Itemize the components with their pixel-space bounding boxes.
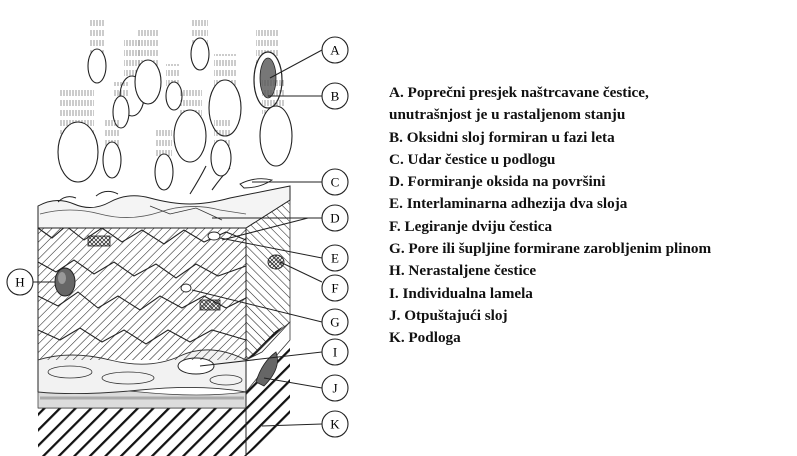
legend-item-k: K. Podloga [389,327,794,349]
legend-item-a-continued: unutrašnjost je u rastaljenom stanju [389,104,794,126]
callout-h: H [7,269,33,295]
callout-a: A [322,37,348,63]
callout-b: B [322,83,348,109]
svg-text:E: E [331,251,339,266]
particle [155,130,173,190]
particle [191,20,209,70]
legend-item-f: F. Legiranje dviju čestica [389,216,794,238]
callout-e: E [322,245,348,271]
callout-k: K [322,411,348,437]
particle [135,30,161,104]
particle [103,120,121,178]
coating-cross-section-diagram: A B C D E F G H I J K [0,0,380,456]
particle [211,120,231,176]
in-flight-particles [58,20,292,190]
svg-text:B: B [331,89,340,104]
legend-item-h: H. Nerastaljene čestice [389,260,794,282]
svg-text:D: D [330,211,339,226]
svg-text:C: C [331,175,340,190]
callout-d: D [322,205,348,231]
callout-f: F [322,275,348,301]
svg-text:J: J [332,381,337,396]
particle [58,90,98,182]
legend-item-e: E. Interlaminarna adhezija dva sloja [389,193,794,215]
particle [260,80,292,166]
callout-c: C [322,169,348,195]
legend-item-a: A. Poprečni presjek naštrcavane čestice, [389,82,794,104]
particle [88,20,106,83]
legend-item-c: C. Udar čestice u podlogu [389,149,794,171]
svg-text:H: H [15,275,24,290]
legend-item-g: G. Pore ili šupljine formirane zarobljen… [389,238,794,260]
particle [166,64,182,110]
callout-i: I [322,339,348,365]
svg-text:A: A [330,43,340,58]
legend-item-i: I. Individualna lamela [389,283,794,305]
svg-text:F: F [331,281,338,296]
callout-g: G [322,309,348,335]
callout-j: J [322,375,348,401]
legend-list: A. Poprečni presjek naštrcavane čestice,… [389,82,794,350]
svg-text:G: G [330,315,339,330]
legend-item-d: D. Formiranje oksida na površini [389,171,794,193]
legend-item-b: B. Oksidni sloj formiran u fazi leta [389,127,794,149]
svg-text:K: K [330,417,340,432]
legend-item-j: J. Otpuštajući sloj [389,305,794,327]
svg-text:I: I [333,345,337,360]
